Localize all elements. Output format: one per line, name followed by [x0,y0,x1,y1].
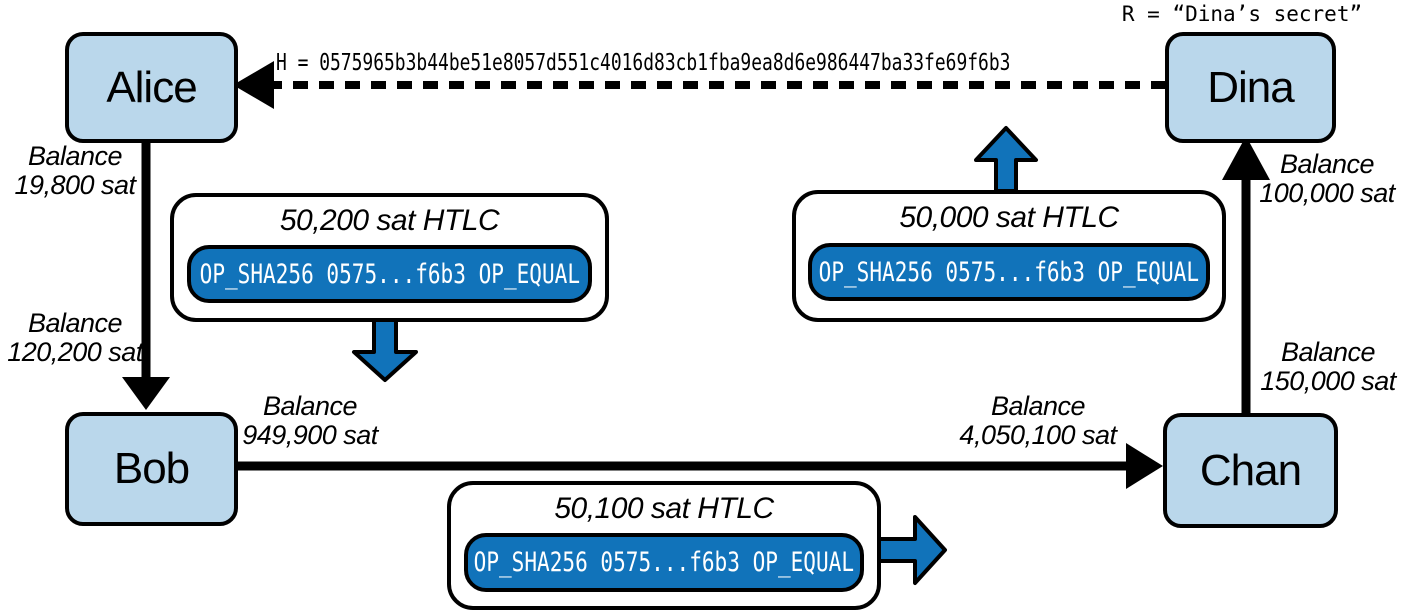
balance-value: 100,000 sat [1259,178,1395,209]
balance-label: Balance [1280,337,1376,367]
htlc-up-arrow [974,126,1038,193]
alice-to-bob-arrowhead [122,377,170,410]
balance-label: Balance [262,391,358,421]
payment-hash-label: H = 0575965b3b44be51e8057d551c4016d83cb1… [276,50,1218,76]
balance-chan-side-left: Balance 4,050,100 sat [953,391,1123,451]
hash-arrowhead [233,61,274,109]
htlc-script-pill: OP_SHA256 0575...f6b3 OP_EQUAL [464,533,864,592]
balance-dina-side: Balance 100,000 sat [1253,149,1401,209]
htlc-title: 50,200 sat HTLC [279,204,500,237]
balance-value: 120,200 sat [7,337,143,368]
htlc-right-arrow [875,515,947,585]
htlc-title: 50,100 sat HTLC [554,492,774,525]
balance-label: Balance [1279,149,1375,179]
htlc-script-text: OP_SHA256 0575...f6b3 OP_EQUAL [818,256,1200,288]
payment-hash-text: H = 0575965b3b44be51e8057d551c4016d83cb1… [276,50,1011,76]
preimage-secret-label: R = “Dina’s secret” [1121,2,1363,26]
balance-bob-side-bottom: Balance 949,900 sat [235,391,385,451]
htlc-box-chan-dina: 50,000 sat HTLC OP_SHA256 0575...f6b3 OP… [792,190,1226,322]
htlc-script-text: OP_SHA256 0575...f6b3 OP_EQUAL [473,547,855,578]
balance-label: Balance [27,141,123,171]
bob-to-chan-arrowhead [1126,443,1163,489]
node-chan: Chan [1163,413,1338,528]
balance-value: 4,050,100 sat [959,420,1117,451]
node-alice: Alice [65,32,238,143]
balance-alice-side: Balance 19,800 sat [0,141,150,201]
node-dina-label: Dina [1207,62,1294,112]
balance-value: 150,000 sat [1260,366,1396,397]
htlc-script-pill: OP_SHA256 0575...f6b3 OP_EQUAL [808,243,1210,301]
htlc-box-bob-chan: 50,100 sat HTLC OP_SHA256 0575...f6b3 OP… [447,481,881,610]
node-bob-label: Bob [113,444,190,493]
chan-to-dina-arrowhead [1222,136,1270,180]
balance-chan-side-top: Balance 150,000 sat [1255,337,1401,397]
node-bob: Bob [65,412,238,526]
node-dina: Dina [1165,32,1336,143]
balance-bob-side-left: Balance 120,200 sat [0,308,150,368]
balance-label: Balance [990,391,1086,421]
balance-label: Balance [27,308,123,338]
node-alice-label: Alice [106,62,197,112]
node-chan-label: Chan [1199,445,1302,495]
htlc-script-text: OP_SHA256 0575...f6b3 OP_EQUAL [199,258,580,290]
htlc-script-pill: OP_SHA256 0575...f6b3 OP_EQUAL [187,245,592,303]
htlc-title: 50,000 sat HTLC [899,201,1119,234]
htlc-box-alice-bob: 50,200 sat HTLC OP_SHA256 0575...f6b3 OP… [170,193,609,322]
balance-value: 949,900 sat [242,420,378,451]
balance-value: 19,800 sat [14,170,136,201]
htlc-down-arrow [352,316,418,382]
